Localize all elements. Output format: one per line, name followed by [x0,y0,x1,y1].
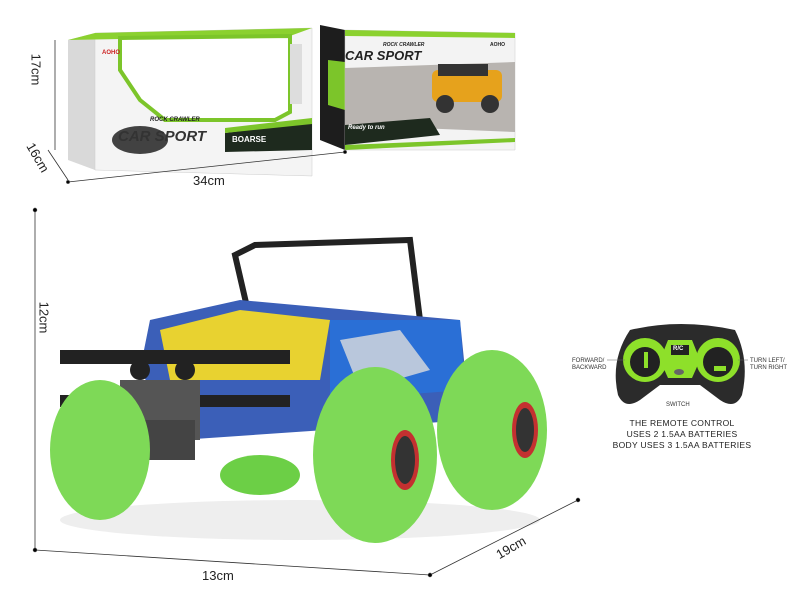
box2-logo: CAR SPORT [345,48,422,63]
box2-brand: AOHO [490,42,505,48]
battery-note-line: USES 2 1.5AA BATTERIES [626,429,738,439]
battery-notes: THE REMOTE CONTROL USES 2 1.5AA BATTERIE… [582,418,782,451]
car-height-label: 12cm [36,301,52,334]
package-box-front [68,27,313,177]
box2-tagline: Ready to run [348,125,385,131]
switch-label: SWITCH [666,402,690,408]
box-logo: CAR SPORT [118,128,207,145]
brand-logo: AOHO [102,50,120,56]
turn-left-right-label: TURN LEFT/ TURN RIGHT [750,358,787,371]
remote-control [607,324,748,404]
car-dimension-lines [32,207,581,578]
battery-note-line: THE REMOTE CONTROL [629,418,735,428]
battery-note-line: BODY USES 3 1.5AA BATTERIES [612,440,752,450]
box2-subtitle: ROCK CRAWLER [383,42,425,48]
package-box-side [320,25,516,151]
box-subtitle: ROCK CRAWLER [150,117,200,123]
rc-car [50,236,547,543]
box-width-label: 34cm [193,173,225,188]
forward-backward-label: FORWARD/ BACKWARD [572,358,607,371]
remote-badge: R/C [673,346,684,352]
box-side-label: BOARSE [232,135,267,144]
box-dimension-lines [47,40,347,184]
box-height-label: 17cm [28,53,44,86]
car-length-label: 13cm [202,568,234,583]
